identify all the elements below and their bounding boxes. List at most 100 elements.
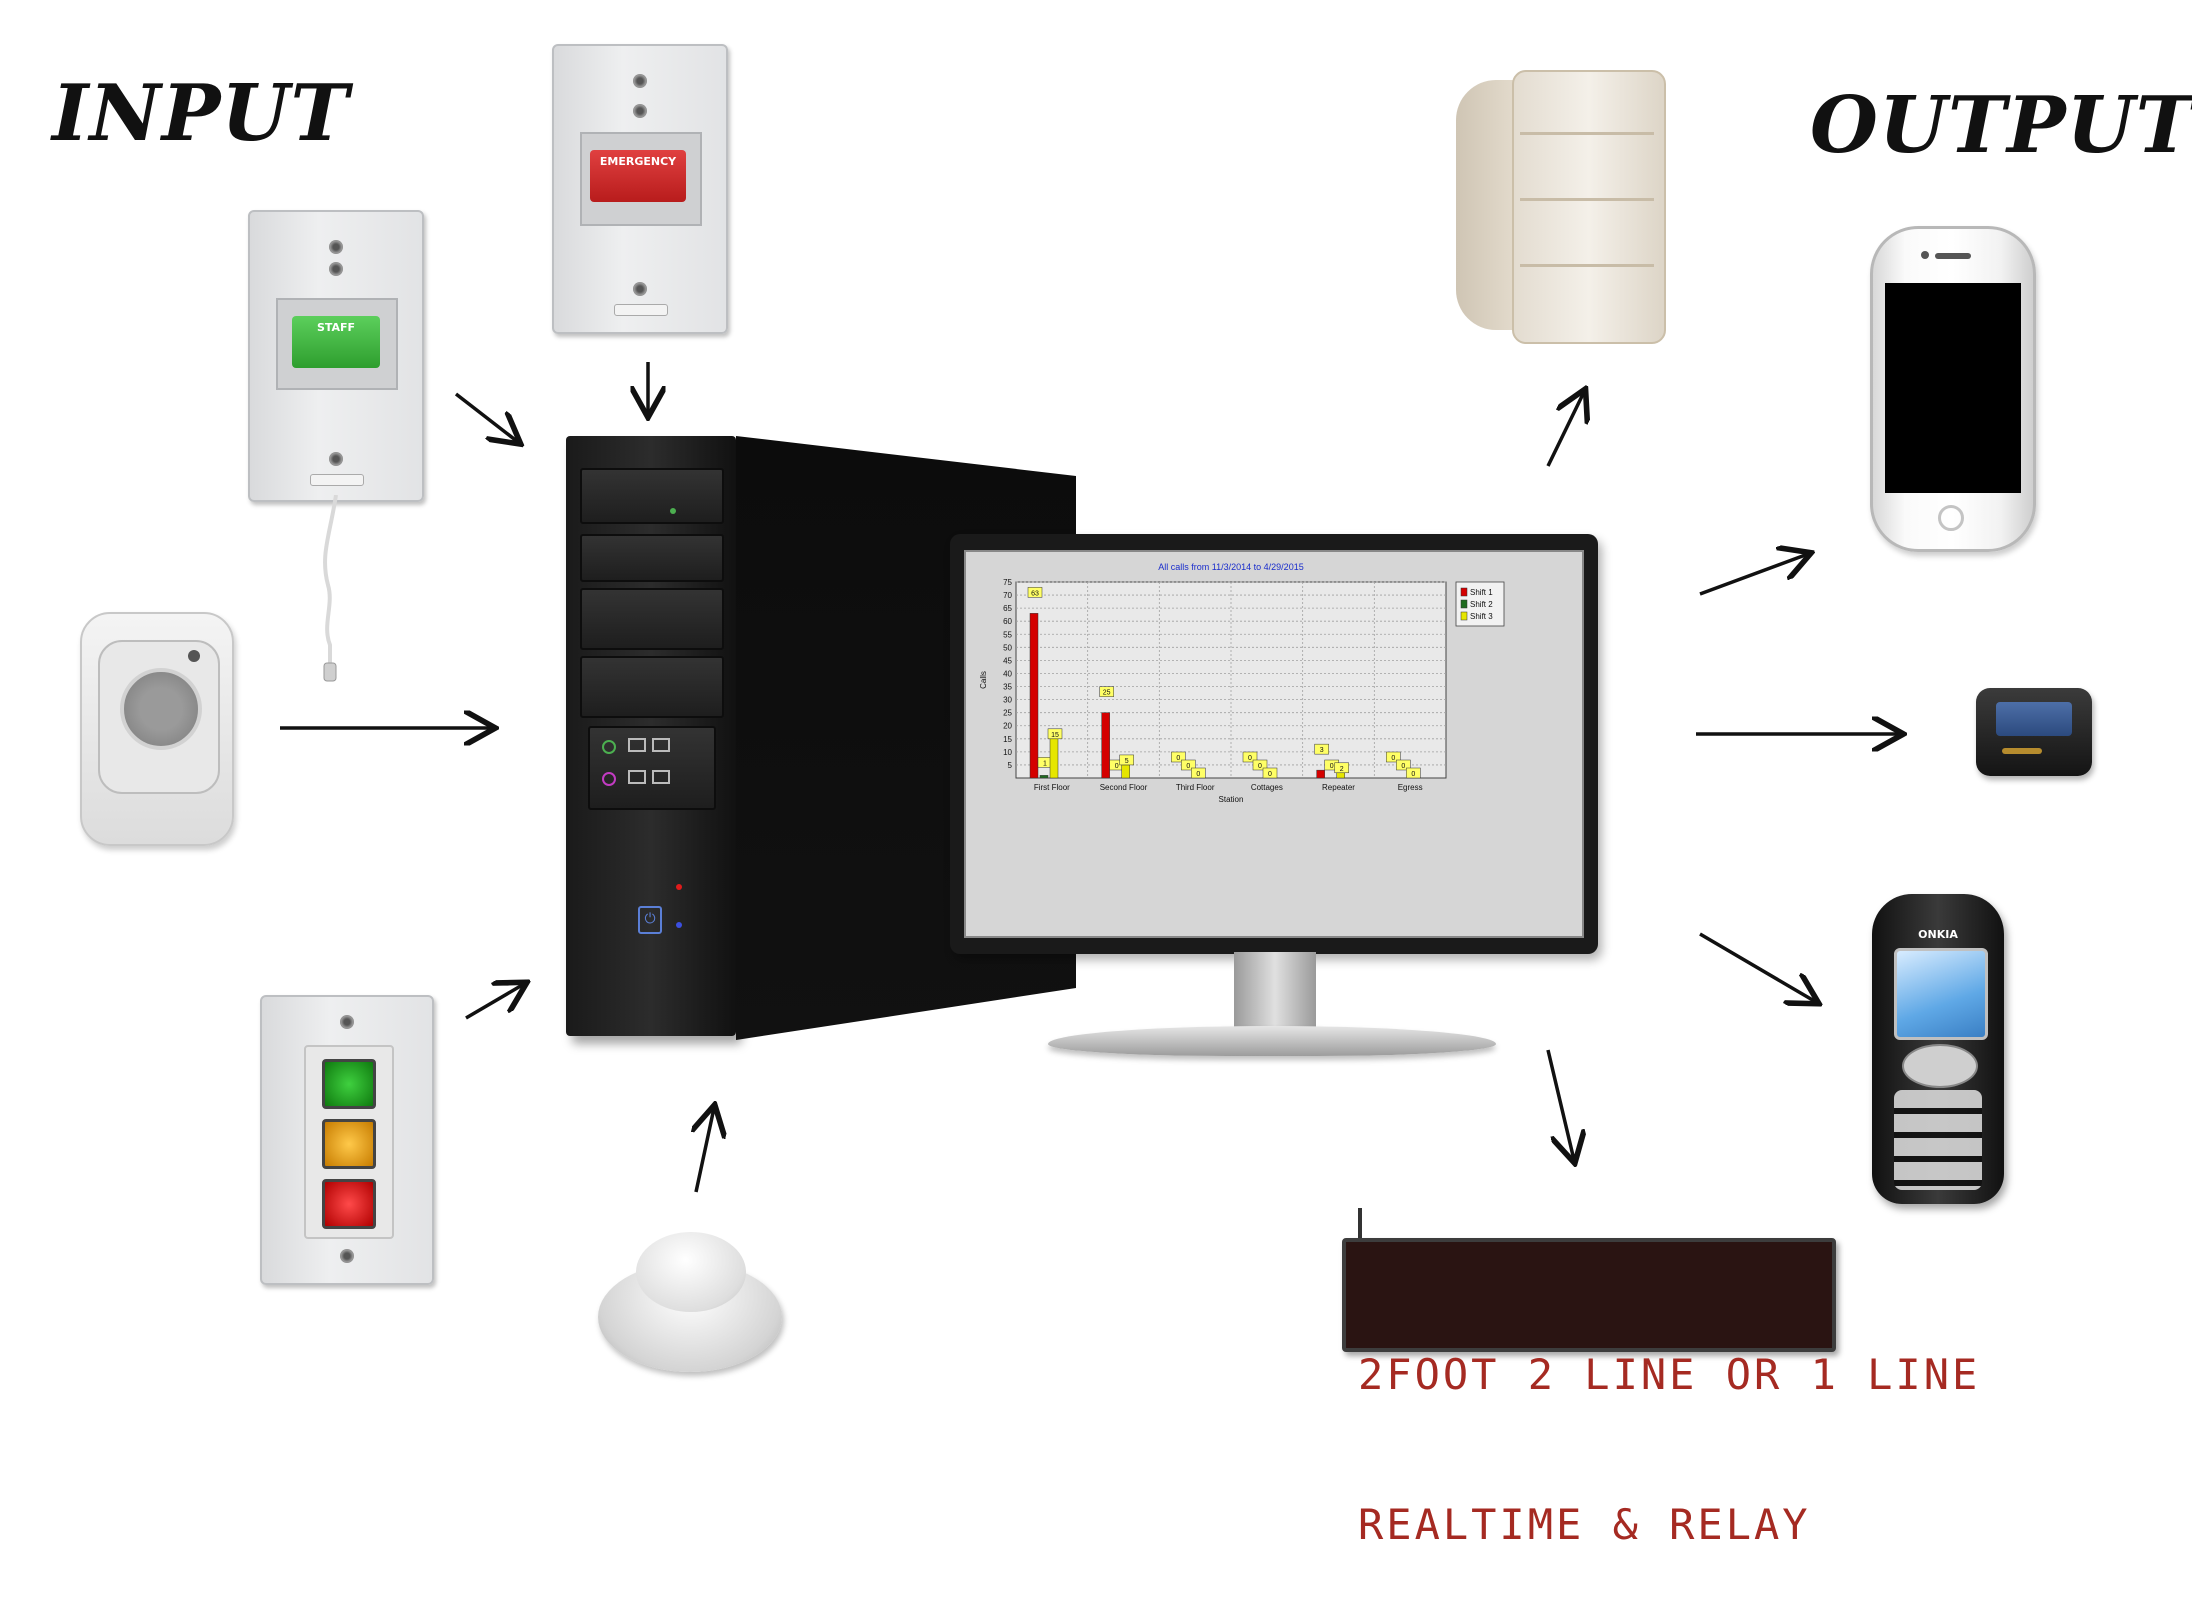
three-button-panel [260,995,434,1285]
arrow-pc-to-led-sign [1546,1049,1574,1160]
keypad [1894,1090,1982,1190]
y-tick-label: 30 [1003,696,1012,705]
speaker-slot [1935,253,1971,259]
drive-led [670,508,676,514]
legend-label: Shift 1 [1470,588,1493,597]
home-button-icon[interactable] [1938,505,1964,531]
x-tick-label: Cottages [1251,783,1283,792]
data-label-box [1181,759,1196,771]
data-label: 0 [1196,771,1200,778]
data-label: 0 [1248,755,1252,762]
data-label: 5 [1125,758,1129,765]
y-tick-label: 20 [1003,722,1012,731]
arrow-staff-to-pc [454,392,518,442]
x-tick-label: Third Floor [1176,783,1215,792]
data-label-box [1191,767,1206,779]
data-label-box [1262,767,1278,779]
pager-display [1996,702,2072,736]
arrow-pc-to-smartphone [1699,554,1808,596]
pendant-button [120,668,202,750]
data-label: 2 [1340,766,1344,773]
output-heading: OUTPUT [1810,80,2192,171]
data-label: 15 [1051,732,1059,739]
screw [329,452,343,466]
data-label: 0 [1176,755,1180,762]
front-camera [1921,251,1929,259]
green-button [322,1059,376,1109]
speaker-grille-line [1520,264,1654,267]
power-button-icon[interactable]: ⏻ [638,906,662,934]
speaker-grille-line [1520,132,1654,135]
y-tick-label: 40 [1003,669,1012,678]
data-label-box [1252,759,1268,771]
mic-jack-icon [602,772,616,786]
data-label: 0 [1411,771,1415,778]
pull-bar [310,474,364,486]
monitor-stand-base [1048,1026,1496,1056]
x-tick-label: First Floor [1034,783,1070,792]
data-label: 0 [1330,763,1334,770]
data-label-box [1242,751,1258,763]
x-tick-label: Repeater [1322,783,1355,792]
y-tick-label: 65 [1003,604,1012,613]
data-label: 0 [1268,771,1272,778]
data-label-box [1314,743,1329,755]
screw [329,262,343,276]
usb-port [652,738,670,752]
bar-shift-1 [1101,712,1110,779]
data-label-box [1047,728,1063,740]
headphone-jack-icon [602,740,616,754]
monitor-neck [1234,952,1316,1030]
cell-phone: ONKIA [1872,894,2004,1204]
usb-port [628,770,646,784]
screw [340,1015,354,1029]
bar-shift-1 [1029,613,1039,779]
legend-label: Shift 2 [1470,600,1493,609]
led-sign-line-2: REALTIME & RELAY [1358,1500,1811,1549]
usb-port [628,738,646,752]
bar-shift-2 [1039,775,1049,779]
arrow-pc-to-cellphone [1699,932,1816,1002]
x-tick-label: Egress [1398,783,1423,792]
data-label: 25 [1103,690,1111,697]
optical-drive [580,468,724,524]
data-label-box [1334,762,1349,774]
pc-tower: ⏻ [566,436,736,1036]
x-tick-label: Second Floor [1100,783,1148,792]
legend-label: Shift 3 [1470,612,1493,621]
chart-title: All calls from 11/3/2014 to 4/29/2015 [1158,562,1303,572]
x-axis-label: Station [1219,795,1244,804]
legend-swatch [1460,611,1468,621]
drive-bay [580,656,724,718]
usb-port [652,770,670,784]
led-icon [188,650,200,662]
pager [1976,688,2092,776]
drive-bay [580,534,724,582]
y-tick-label: 5 [1008,761,1013,770]
data-label: 3 [1320,747,1324,754]
data-label-box [1027,587,1043,598]
y-tick-label: 60 [1003,617,1012,626]
data-label-box [1396,759,1411,771]
data-label-box [1406,767,1421,779]
data-label: 0 [1401,763,1405,770]
speaker-front [1512,70,1666,344]
bar-shift-1 [1316,769,1325,779]
pager-trim [2002,748,2042,754]
data-label: 0 [1115,763,1119,770]
y-tick-label: 10 [1003,748,1012,757]
data-label: 1 [1043,760,1047,767]
hdd-led [676,922,682,928]
phone-brand: ONKIA [1918,928,1958,941]
arrow-panel-to-pc [465,984,524,1020]
calls-bar-chart: All calls from 11/3/2014 to 4/29/2015510… [966,552,1582,936]
phone-display [1894,948,1988,1040]
drive-bay [580,588,724,650]
led-sign-antenna [1358,1208,1362,1240]
screw [633,104,647,118]
smoke-detector [598,1222,782,1374]
y-tick-label: 15 [1003,735,1012,744]
y-tick-label: 50 [1003,643,1012,652]
speaker-strobe [1456,70,1666,344]
